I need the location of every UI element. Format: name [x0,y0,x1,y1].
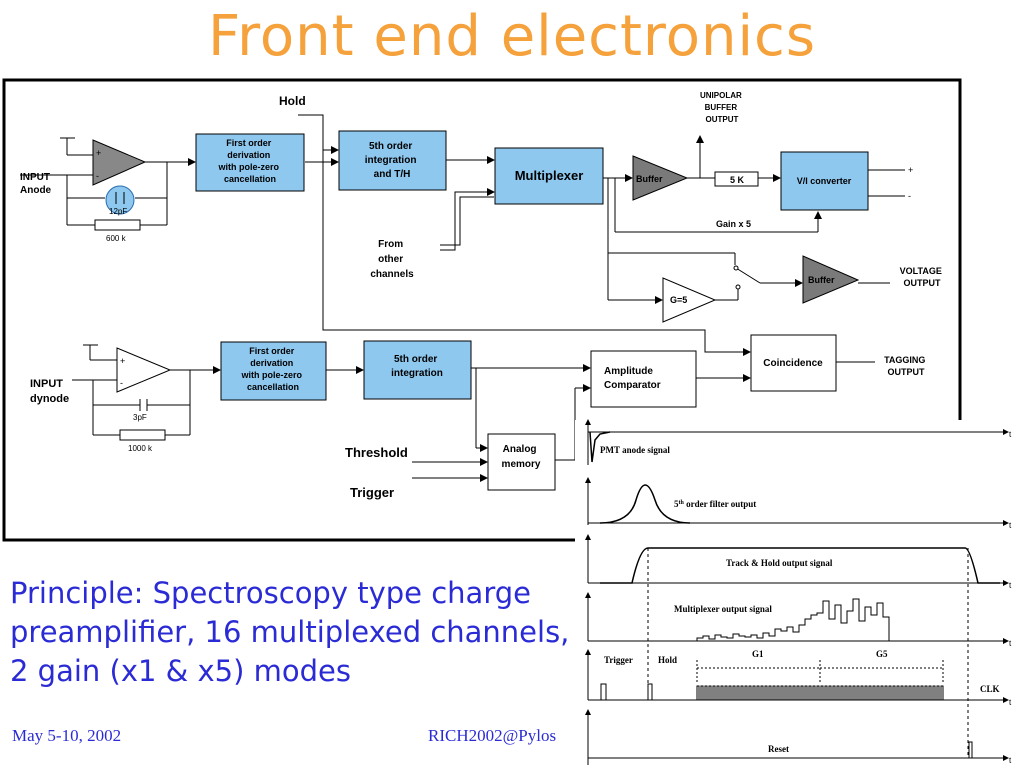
derivation-block-top [195,133,305,192]
cap-12pf-highlight [105,185,135,215]
svg-text:5th order integration: 5th order integration [391,354,443,379]
svg-text:Coincidence: Coincidence [763,358,823,369]
svg-text:+: + [96,148,101,158]
unipolar-output: UNIPOLAR BUFFER OUTPUT [700,91,744,124]
svg-text:-: - [908,191,911,201]
svg-text:Buffer: Buffer [808,275,835,285]
derivation-block-bottom [220,341,327,401]
t-axis-1: t [1009,430,1012,439]
from-other-channels: From other channels [370,239,414,280]
pmt-signal-label: PMT anode signal [600,445,670,455]
svg-text:+: + [908,165,913,175]
svg-text:5 K: 5 K [730,175,745,185]
reset-label: Reset [768,744,789,754]
svg-text:Amplitude Comparator: Amplitude Comparator [604,366,661,391]
trigger-label: Trigger [350,485,394,500]
anode-preamp [92,139,147,186]
svg-text:First order derivation: First order derivation with pole-zero ca… [240,346,304,392]
t-axis-6: t [1009,756,1012,765]
g1-label: G1 [752,649,764,659]
cap-3pf: 3pF [133,413,147,422]
clk-label: CLK [980,684,1000,694]
amplitude-comparator [590,350,697,408]
svg-text:-: - [96,171,99,181]
analog-memory [487,433,556,491]
svg-text:Buffer: Buffer [636,174,663,184]
diagram-frame [2,78,962,542]
slide-title: Front end electronics [207,4,816,69]
mux-output-label: Multiplexer output signal [674,604,772,614]
svg-text:5th order integration: 5th order integration and T/H [365,141,419,180]
g5-label: G5 [876,649,888,659]
footer-date: May 5-10, 2002 [12,726,122,745]
filter-output-label: 5th order filter output [674,499,756,509]
res-1000k: 1000 k [128,444,153,453]
t-axis-2: t [1009,521,1012,530]
t-axis-5: t [1009,698,1012,707]
svg-text:V/I converter: V/I converter [797,176,852,186]
voltage-output: VOLTAGE OUTPUT [900,266,945,288]
gain-x5-label: Gain x 5 [716,219,751,229]
tagging-output: TAGGING OUTPUT [884,355,928,377]
cap-12pf: 12pF [109,207,127,216]
integration-block-bottom [363,340,472,400]
svg-text:First order derivation: First order derivation with pole-zero ca… [217,138,281,184]
svg-text:INPUT: INPUT [30,378,63,390]
multiplexer-label: Multiplexer [515,168,584,183]
dynode-preamp [116,347,172,393]
buffer-top [632,155,689,201]
resistor-5k [714,171,759,187]
multiplexer-block [494,147,604,205]
svg-text:-: - [120,378,123,388]
trigger-timing-label: Trigger [604,655,633,665]
svg-text:Analog memory: Analog memory [502,444,541,470]
threshold-label: Threshold [345,445,408,460]
hold-label: Hold [279,94,306,108]
t-axis-4: t [1009,639,1012,648]
track-hold-label: Track & Hold output signal [726,558,833,568]
svg-text:G=5: G=5 [670,295,687,305]
footer-conference: RICH2002@Pylos [428,726,557,745]
input-anode-label-2: Anode [20,185,52,196]
t-axis-3: t [1009,581,1012,590]
input-anode-label-1: INPUT [20,172,50,183]
hold-timing-label: Hold [658,655,677,665]
principle-text: Principle: Spectroscopy type charge prea… [10,576,570,688]
vi-converter-block [780,151,869,211]
buffer-voltage [802,255,860,304]
integration-block-top [338,130,447,191]
svg-text:dynode: dynode [30,393,69,405]
svg-text:+: + [120,356,125,366]
res-600k: 600 k [106,234,127,243]
coincidence-block [750,334,837,392]
gain-5-amp [662,277,717,323]
